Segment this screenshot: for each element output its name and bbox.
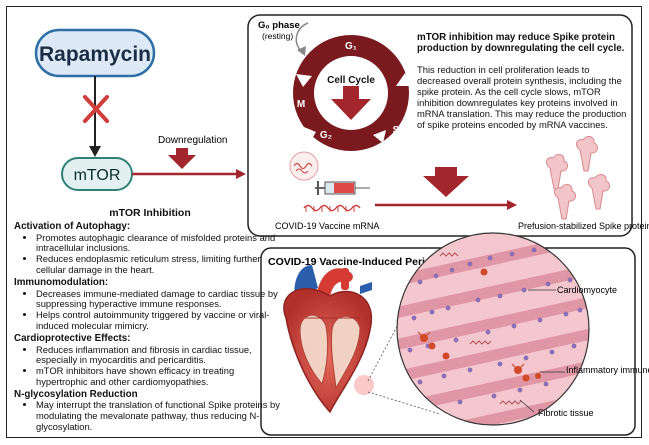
phase-g2: G₂ — [320, 130, 332, 141]
list-item: Reduces inflammation and fibrosis in car… — [36, 344, 286, 367]
cardiomyocyte-label: Cardiomyocyte — [557, 285, 617, 295]
block-x-icon — [83, 95, 109, 123]
section-list: May interrupt the translation of functio… — [14, 400, 286, 433]
section-heading: Activation of Autophagy: — [14, 221, 131, 233]
list-item: May interrupt the translation of functio… — [36, 400, 286, 433]
translation-down-arrow — [423, 167, 469, 197]
list-item: Promotes autophagic clearance of misfold… — [36, 232, 286, 255]
spike-label: Prefusion-stabilized Spike protein — [518, 221, 649, 231]
pericarditis-title: COVID-19 Vaccine-Induced Pericarditis — [268, 256, 462, 268]
section-heading: Cardioprotective Effects: — [14, 333, 131, 345]
spike-protein-icon — [545, 135, 611, 220]
list-item: Decreases immune-mediated damage to card… — [36, 288, 286, 311]
list-item: Helps control autoimmunity triggered by … — [36, 309, 286, 332]
mrna-vaccine-icon — [289, 151, 370, 212]
immune-cells-label: Inflammatory immune cells — [566, 365, 649, 375]
zoom-line-bottom — [367, 391, 441, 415]
cell-cycle-diagram: G₁ S G₂ M Cell Cycle — [293, 35, 412, 151]
mtor-label: mTOR — [74, 167, 121, 184]
section-heading: N-glycosylation Reduction — [14, 389, 138, 401]
mtor-to-cycle-arrowhead — [236, 169, 246, 179]
section-list: Decreases immune-mediated damage to card… — [14, 288, 286, 333]
mechanism-text: mTOR inhibition may reduce Spike protein… — [417, 32, 629, 130]
inhibition-summary: mTOR Inhibition Activation of Autophagy:… — [14, 207, 286, 434]
cell-cycle-title: Cell Cycle — [327, 75, 375, 86]
inhibition-title: mTOR Inhibition — [109, 207, 191, 219]
phase-m: M — [297, 99, 305, 110]
heart-icon — [283, 265, 374, 414]
section-heading: Immunomodulation: — [14, 277, 109, 289]
section-list: Reduces inflammation and fibrosis in car… — [14, 344, 286, 389]
list-item: mTOR inhibitors have shown efficacy in t… — [36, 365, 286, 388]
vaccine-label: COVID-19 Vaccine mRNA — [275, 221, 379, 231]
inhibition-arrowhead — [89, 146, 101, 157]
figure-frame — [6, 6, 642, 438]
mechanism-body: This reduction in cell proliferation lea… — [417, 63, 627, 130]
downregulation-label: Downregulation — [158, 135, 228, 146]
g0-sublabel: (resting) — [262, 31, 293, 41]
cycle-down-arrow — [331, 86, 371, 120]
zoom-line-top — [367, 267, 429, 382]
mrna-to-spike-arrowhead — [507, 200, 517, 210]
list-item: Reduces endoplasmic reticulum stress, li… — [36, 253, 286, 276]
phase-g1: G₁ — [345, 41, 357, 52]
mechanism-heading: mTOR inhibition may reduce Spike protein… — [417, 32, 625, 55]
phase-s: S — [393, 125, 400, 136]
section-list: Promotes autophagic clearance of misfold… — [14, 232, 286, 277]
rapamycin-label: Rapamycin — [39, 43, 151, 66]
fibrotic-pointer — [519, 399, 535, 413]
downregulation-arrow — [168, 148, 196, 169]
fibrotic-label: Fibrotic tissue — [538, 408, 594, 418]
g0-arrowhead — [297, 46, 306, 56]
g0-label: G₀ phase — [258, 20, 300, 31]
tissue-border — [396, 232, 590, 426]
